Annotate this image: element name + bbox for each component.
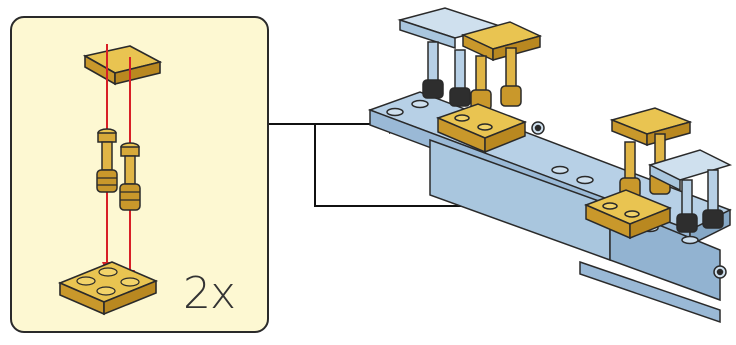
tan-plate-1x2 bbox=[85, 46, 160, 84]
multiplier-label: 2x bbox=[183, 268, 235, 319]
tan-pillar-right bbox=[120, 143, 140, 210]
tan-plate-2x2 bbox=[60, 262, 156, 314]
main-model bbox=[370, 8, 730, 322]
tan-pillar-left bbox=[97, 129, 117, 192]
